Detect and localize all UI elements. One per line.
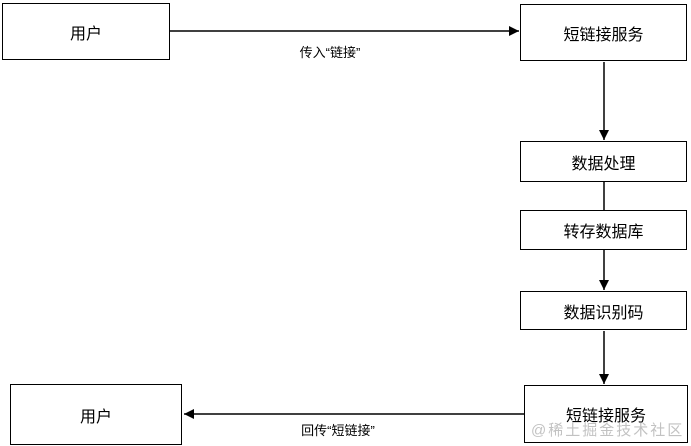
node-save-to-database: 转存数据库	[520, 210, 687, 250]
node-shortlink-service-bottom: 短链接服务	[524, 385, 688, 443]
edge-label-return-shortlink: 回传“短链接”	[301, 423, 375, 438]
node-data-identifier: 数据识别码	[520, 291, 687, 330]
watermark-text: @稀土掘金技术社区	[531, 422, 685, 439]
edge-label-pass-link: 传入“链接”	[299, 45, 361, 60]
node-data-processing: 数据处理	[520, 141, 687, 182]
node-user-bottom: 用户	[10, 384, 182, 445]
node-user-top: 用户	[2, 3, 170, 60]
node-shortlink-service-top: 短链接服务	[520, 4, 687, 61]
